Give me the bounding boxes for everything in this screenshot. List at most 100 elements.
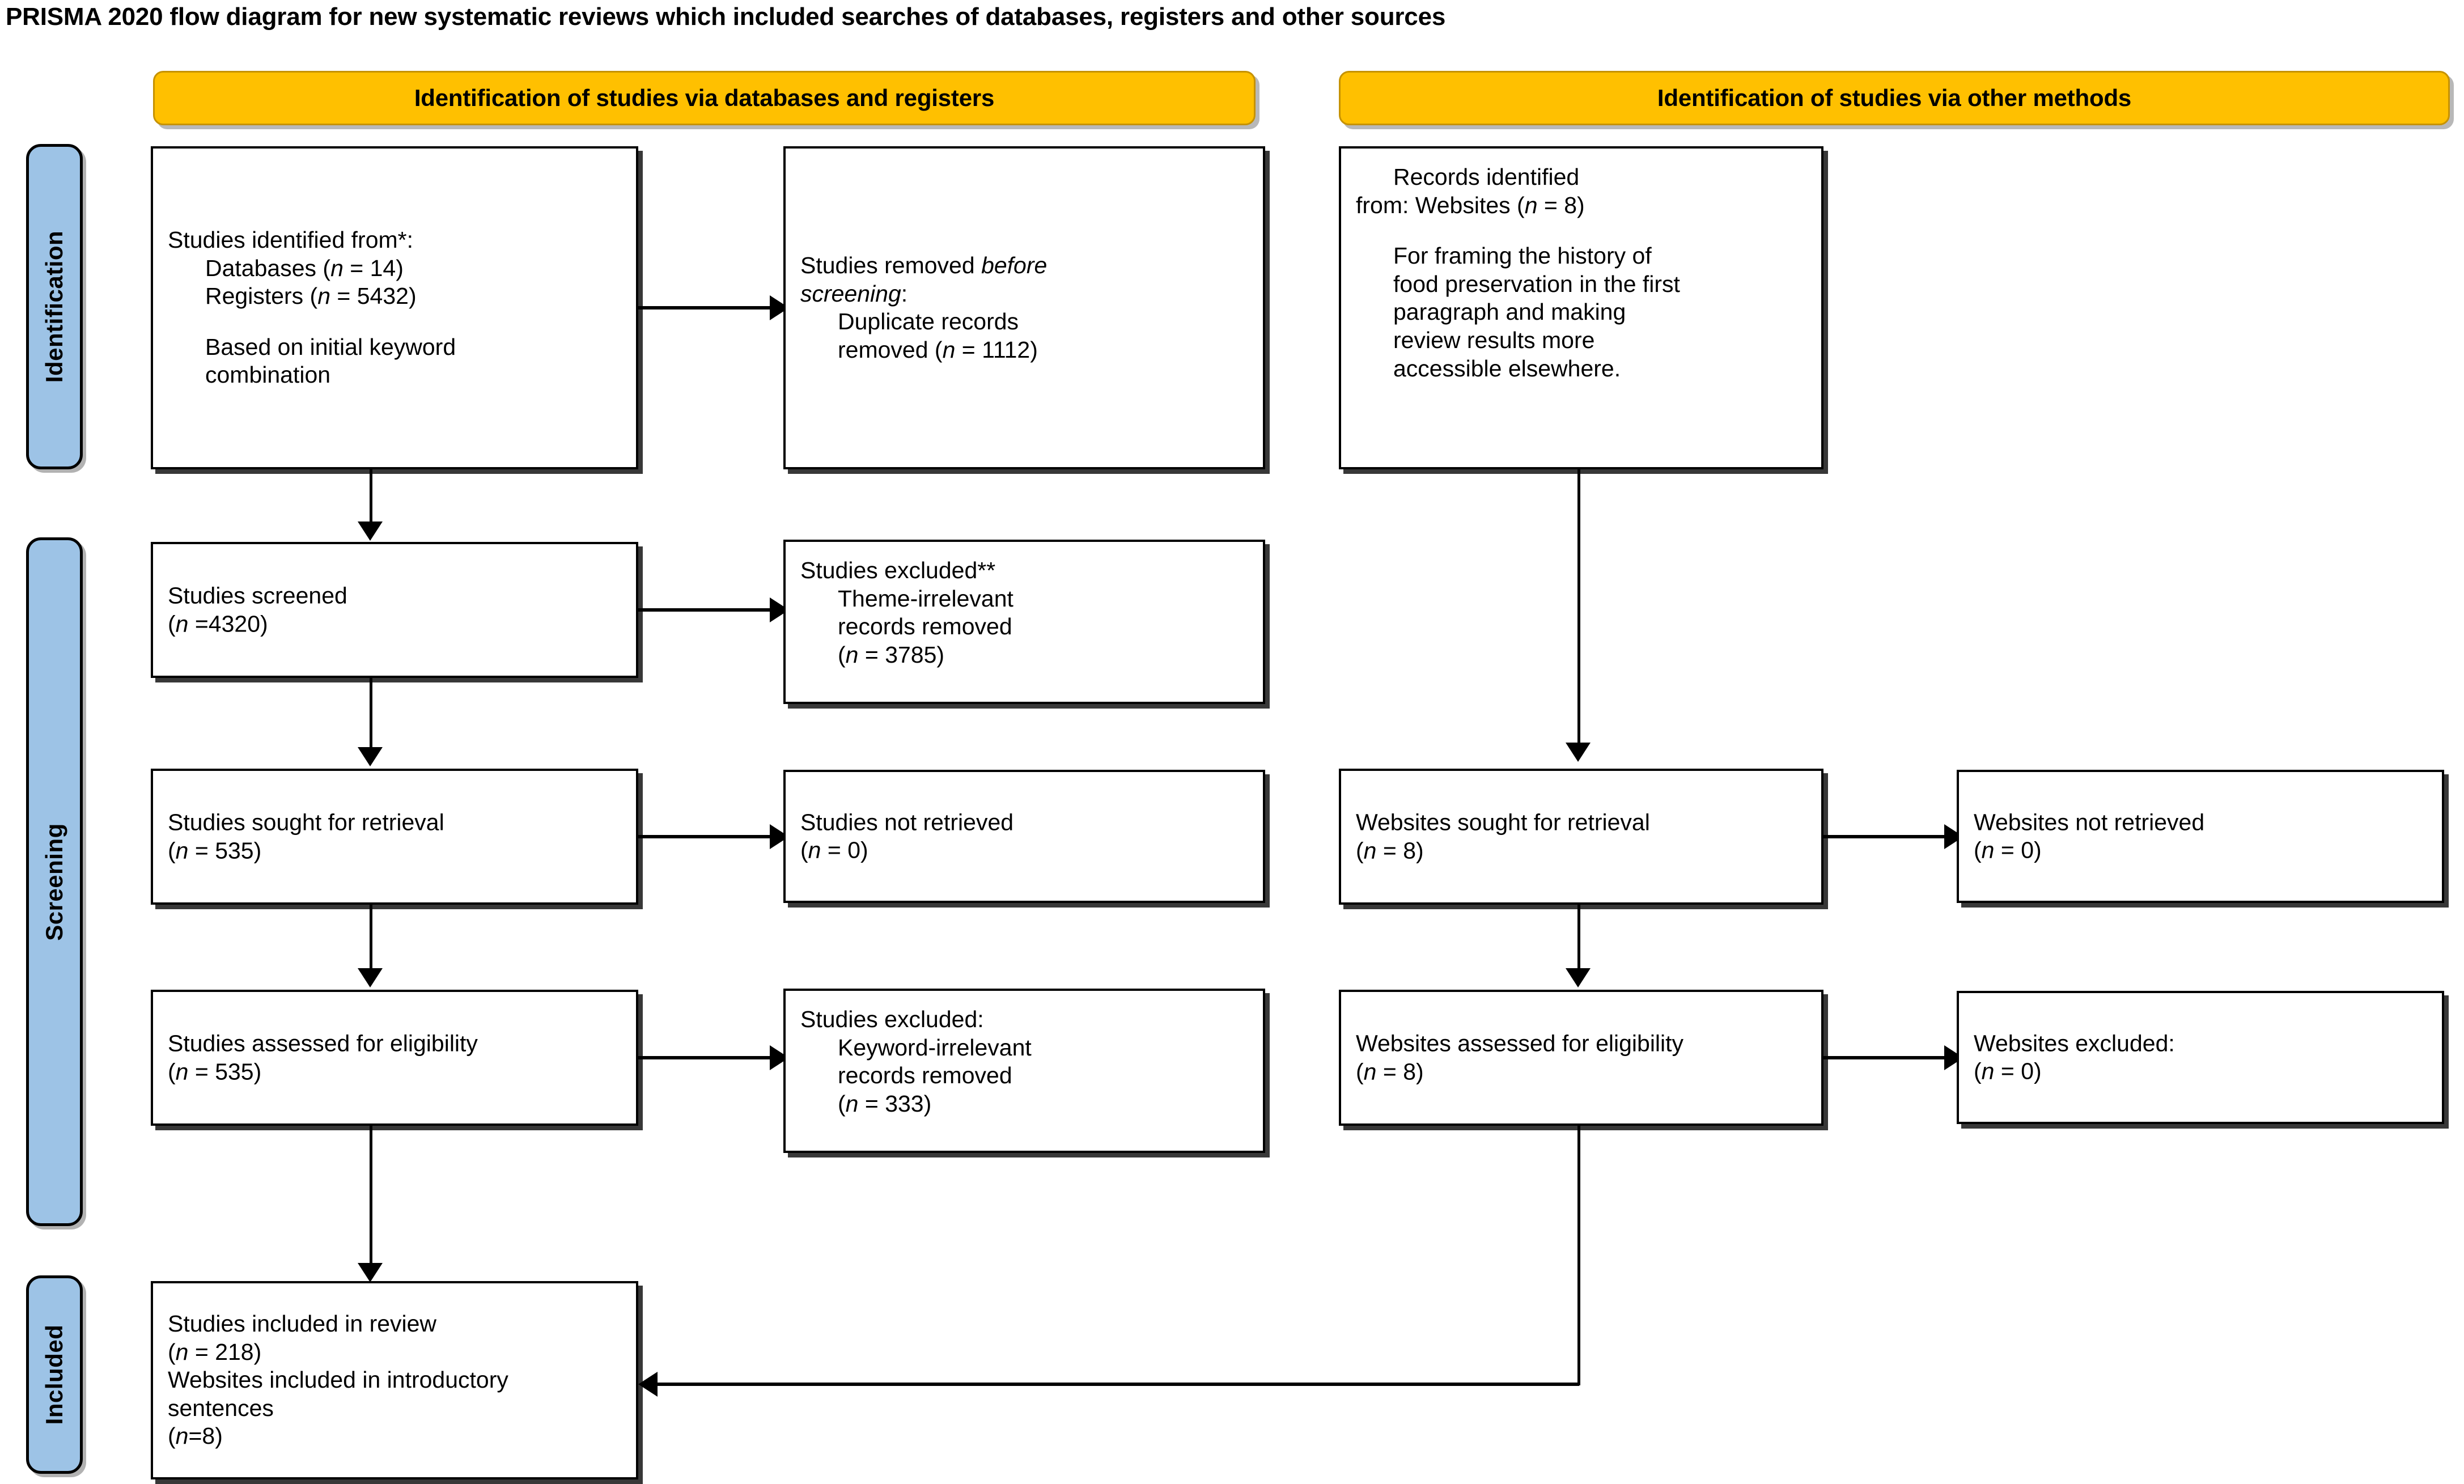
- node-line-spacer: [168, 311, 629, 333]
- node-line: screening:: [800, 280, 908, 307]
- node-line: Studies identified from*:: [168, 226, 414, 253]
- node-line: combination: [205, 362, 331, 388]
- connector-websites-sought-to-not-retrieved: [1823, 835, 1948, 838]
- node-line: (n = 535): [168, 837, 262, 863]
- node-line: Studies assessed for eligibility: [168, 1030, 478, 1057]
- node-line: records removed: [838, 1062, 1012, 1089]
- arrowhead-websites-to-included: [638, 1372, 658, 1397]
- node-line: Based on initial keyword: [205, 333, 456, 360]
- node-studies-excluded-screening-body: Studies excluded** Theme-irrelevant reco…: [800, 557, 1256, 669]
- connector-sought-to-assessed: [370, 905, 372, 973]
- connector-screened-to-sought: [370, 678, 372, 752]
- node-records-identified-other-body: Records identified from: Websites (n = 8…: [1356, 163, 1814, 383]
- arrowhead-screened-to-sought: [358, 747, 383, 766]
- arrowhead-records-to-websites-sought: [1566, 743, 1591, 762]
- arrowhead-assessed-to-included: [358, 1263, 383, 1282]
- page-title: PRISMA 2020 flow diagram for new systema…: [6, 3, 1446, 31]
- node-line: (n = 0): [1974, 1058, 2042, 1084]
- node-line: (n =4320): [168, 610, 268, 637]
- node-studies-screened: Studies screened (n =4320): [151, 542, 638, 678]
- node-studies-screened-body: Studies screened (n =4320): [168, 582, 629, 638]
- node-studies-not-retrieved: Studies not retrieved (n = 0): [783, 770, 1265, 903]
- node-line: (n = 8): [1356, 837, 1424, 863]
- connector-assessed-to-included: [370, 1126, 372, 1267]
- stage-label-included-text: Included: [41, 1324, 67, 1425]
- node-studies-identified: Studies identified from*: Databases (n =…: [151, 146, 638, 469]
- node-line: (n = 0): [1974, 837, 2042, 863]
- node-line: Databases (n = 14): [205, 255, 404, 281]
- connector-websites-assessed-to-excluded: [1823, 1056, 1948, 1059]
- arrowhead-identified-to-screened: [358, 521, 383, 541]
- stage-label-screening: Screening: [26, 537, 83, 1226]
- node-websites-excluded-body: Websites excluded: (n = 0): [1974, 1029, 2435, 1086]
- node-line: from: Websites (n = 8): [1356, 192, 1585, 218]
- node-studies-sought: Studies sought for retrieval (n = 535): [151, 769, 638, 905]
- connector-identified-to-removed: [638, 306, 774, 309]
- node-line: Websites included in introductory: [168, 1367, 508, 1393]
- node-studies-excluded-eligibility-body: Studies excluded: Keyword-irrelevant rec…: [800, 1006, 1256, 1118]
- node-line: Registers (n = 5432): [205, 283, 417, 309]
- node-studies-assessed-body: Studies assessed for eligibility (n = 53…: [168, 1029, 629, 1086]
- node-websites-sought: Websites sought for retrieval (n = 8): [1339, 769, 1823, 905]
- connector-identified-to-screened: [370, 469, 372, 526]
- connector-websites-sought-to-assessed: [1577, 905, 1580, 973]
- node-studies-excluded-screening: Studies excluded** Theme-irrelevant reco…: [783, 540, 1265, 704]
- node-line: food preservation in the first: [1393, 270, 1680, 297]
- node-line: (n = 3785): [838, 641, 945, 668]
- node-studies-removed-body: Studies removed before screening: Duplic…: [800, 252, 1256, 364]
- section-header-databases-registers: Identification of studies via databases …: [153, 71, 1256, 125]
- stage-label-included: Included: [26, 1275, 83, 1474]
- section-header-other-methods-label: Identification of studies via other meth…: [1657, 84, 2132, 111]
- node-studies-identified-body: Studies identified from*: Databases (n =…: [168, 226, 629, 389]
- node-line: Studies screened: [168, 582, 347, 609]
- node-line: (n=8): [168, 1423, 223, 1449]
- node-studies-included-body: Studies included in review (n = 218) Web…: [168, 1310, 629, 1451]
- node-line: Studies excluded:: [800, 1006, 984, 1032]
- node-websites-assessed-body: Websites assessed for eligibility (n = 8…: [1356, 1029, 1814, 1086]
- arrowhead-websites-sought-to-assessed: [1566, 968, 1591, 987]
- node-line: Studies sought for retrieval: [168, 809, 444, 836]
- node-line: Studies included in review: [168, 1310, 437, 1337]
- node-studies-assessed: Studies assessed for eligibility (n = 53…: [151, 990, 638, 1126]
- node-line: Studies excluded**: [800, 557, 996, 583]
- node-studies-not-retrieved-body: Studies not retrieved (n = 0): [800, 808, 1256, 864]
- node-line: Studies removed before: [800, 252, 1047, 278]
- node-line: Keyword-irrelevant: [838, 1034, 1032, 1061]
- node-line: Records identified: [1393, 164, 1580, 190]
- node-records-identified-other: Records identified from: Websites (n = 8…: [1339, 146, 1823, 469]
- node-line: paragraph and making: [1393, 299, 1626, 325]
- node-line: removed (n = 1112): [838, 336, 1038, 363]
- arrowhead-sought-to-assessed: [358, 968, 383, 987]
- node-websites-not-retrieved-body: Websites not retrieved (n = 0): [1974, 808, 2435, 864]
- node-websites-not-retrieved: Websites not retrieved (n = 0): [1957, 770, 2444, 903]
- node-line: Websites assessed for eligibility: [1356, 1030, 1684, 1057]
- node-line: For framing the history of: [1393, 243, 1652, 269]
- connector-assessed-to-excluded: [638, 1056, 774, 1059]
- node-line: Theme-irrelevant: [838, 585, 1013, 612]
- node-studies-removed: Studies removed before screening: Duplic…: [783, 146, 1265, 469]
- node-line: Studies not retrieved: [800, 808, 1014, 835]
- node-line: Duplicate records: [838, 308, 1019, 334]
- stage-label-screening-text: Screening: [41, 822, 67, 941]
- node-line: accessible elsewhere.: [1393, 355, 1621, 381]
- connector-records-to-websites-sought: [1577, 469, 1580, 747]
- connector-websites-assessed-down: [1577, 1126, 1580, 1385]
- section-header-other-methods: Identification of studies via other meth…: [1339, 71, 2450, 125]
- node-websites-assessed: Websites assessed for eligibility (n = 8…: [1339, 990, 1823, 1126]
- node-line: (n = 535): [168, 1058, 262, 1084]
- section-header-databases-registers-label: Identification of studies via databases …: [414, 84, 995, 111]
- node-studies-sought-body: Studies sought for retrieval (n = 535): [168, 808, 629, 864]
- node-line: Websites not retrieved: [1974, 808, 2205, 835]
- node-line: Websites sought for retrieval: [1356, 809, 1650, 836]
- connector-screened-to-excluded: [638, 608, 774, 612]
- node-line: sentences: [168, 1394, 274, 1421]
- connector-sought-to-not-retrieved: [638, 835, 774, 838]
- node-websites-excluded: Websites excluded: (n = 0): [1957, 991, 2444, 1124]
- node-line: records removed: [838, 613, 1012, 640]
- node-line: (n = 218): [168, 1338, 262, 1365]
- node-websites-sought-body: Websites sought for retrieval (n = 8): [1356, 808, 1814, 864]
- stage-label-identification: Identification: [26, 144, 83, 469]
- node-line: Websites excluded:: [1974, 1029, 2175, 1056]
- node-line: (n = 0): [800, 837, 868, 863]
